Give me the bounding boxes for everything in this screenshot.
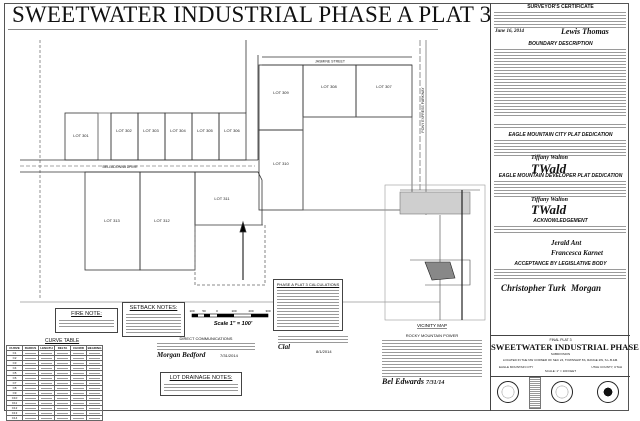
scale-label: Scale 1" = 100' — [214, 321, 253, 327]
col-header: BEARING — [86, 345, 103, 351]
rmp-heading: ROCKY MOUNTAIN POWER — [405, 333, 459, 338]
acknowledgement-heading: ACKNOWLEDGEMENT — [533, 218, 588, 224]
notary-seal-icon — [551, 381, 573, 403]
setback-notes-box: SETBACK NOTES: — [122, 302, 185, 337]
col-header: LENGTH — [38, 345, 55, 351]
curve-table-title: CURVE TABLE — [45, 338, 80, 344]
scale-tick: 100 — [189, 309, 194, 313]
remainder-parcel — [302, 116, 413, 211]
lot-302-boundary — [110, 112, 139, 161]
lot-label: LOT 301 — [73, 133, 89, 138]
lot-label: LOT 307 — [376, 84, 392, 89]
lot-label: LOT 311 — [214, 196, 230, 201]
fire-note-box: FIRE NOTE: — [55, 308, 118, 333]
street-label: BELLADONNA DRIVE — [102, 165, 138, 169]
calculations-heading: PHASE A PLAT 3 CALCULATIONS — [276, 282, 340, 287]
lot-drainage-notes-box: LOT DRAINAGE NOTES: — [160, 372, 242, 396]
lot-drainage-heading: LOT DRAINAGE NOTES: — [169, 375, 233, 381]
road-strip — [97, 112, 112, 161]
subdivision-label: SUBDIVISION — [550, 352, 571, 356]
direct-communications-heading: DIRECT COMMUNICATIONS — [179, 336, 233, 341]
city-dedication-heading: EAGLE MOUNTAIN CITY PLAT DEDICATION — [508, 132, 613, 138]
setback-notes-heading: SETBACK NOTES: — [129, 305, 178, 311]
scale-bar: 100 50 0 100 200 300 Scale 1" = 100' — [189, 309, 270, 327]
surveyor-date: June 16, 2014 — [495, 29, 525, 34]
scale-tick: 300 — [265, 309, 270, 313]
scale-tick: 200 — [248, 309, 253, 313]
boundary-description-heading: BOUNDARY DESCRIPTION — [528, 41, 593, 47]
lot-label: LOT 303 — [143, 128, 159, 133]
lot-label: LOT 305 — [197, 128, 213, 133]
acceptance-heading: ACCEPTANCE BY LEGISLATIVE BODY — [514, 261, 607, 267]
col-header: RADIUS — [22, 345, 39, 351]
rocky-mountain-power-note: ROCKY MOUNTAIN POWER Bel Edwards 7/31/14 — [382, 333, 482, 386]
date: 8/1/2014 — [316, 349, 332, 354]
county-text: UTAH COUNTY, UTAH — [591, 365, 622, 369]
lot-label: LOT 310 — [273, 161, 289, 166]
city-text: EAGLE MOUNTAIN CITY — [499, 365, 534, 369]
date: 7/31/2014 — [220, 353, 238, 358]
surveyor-seal-icon — [497, 381, 519, 403]
calculations-box: PHASE A PLAT 3 CALCULATIONS — [273, 279, 343, 331]
certificates-column: SURVEYOR'S CERTIFICATE June 16, 2014 Lew… — [490, 3, 640, 411]
lot-label: LOT 312 — [154, 218, 170, 223]
curve-row: C12 — [6, 405, 103, 411]
title-block: FINAL PLAT 3 SWEETWATER INDUSTRIAL PHASE… — [491, 335, 640, 377]
page-title: SWEETWATER INDUSTRIAL PHASE A PLAT 3 — [12, 2, 492, 27]
developer-dedication-heading: EAGLE MOUNTAIN DEVELOPER PLAT DEDICATION — [498, 173, 623, 179]
lot-label: LOT 302 — [116, 128, 132, 133]
curve-row: C1 — [6, 350, 103, 356]
title-block-scale: SCALE: 1" = 100 FEET — [544, 369, 577, 373]
vicinity-map — [384, 184, 486, 321]
lot-label: LOT 309 — [273, 90, 289, 95]
date: 7/31/14 — [426, 380, 445, 386]
centerline-signature: Clal 8/1/2014 — [278, 335, 348, 354]
scale-tick: 0 — [216, 309, 218, 313]
scale-tick: 100 — [231, 309, 236, 313]
lot-label: LOT 313 — [104, 218, 120, 223]
recorder-stamp — [529, 377, 541, 409]
engineer-seal-icon — [597, 381, 619, 403]
lot-310-boundary — [258, 129, 304, 211]
fire-note-heading: FIRE NOTE: — [71, 311, 102, 317]
plat-map: LOT 301 LOT 302 LOT 303 LOT 304 LOT 305 … — [20, 40, 486, 328]
lot-305-boundary — [191, 112, 220, 161]
location-text: LOCATED IN THE NW CORNER OF SEC 24, TOWN… — [502, 358, 619, 362]
sheet-border — [4, 3, 629, 411]
curve-id: C14 — [6, 415, 23, 421]
curve-row: C14 — [6, 415, 103, 421]
curve-row: C13 — [6, 410, 103, 416]
lot-309-boundary — [258, 64, 304, 131]
lot-307-boundary — [355, 64, 413, 118]
vicinity-map-label: VICINITY MAP — [417, 323, 447, 328]
street-label: JASMINE STREET — [315, 60, 346, 64]
subdivision-name: SWEETWATER INDUSTRIAL PHASE A — [491, 342, 640, 352]
direct-communications-note: DIRECT COMMUNICATIONS Morgan Bedford 7/3… — [157, 336, 255, 359]
surveyors-certificate-heading: SURVEYOR'S CERTIFICATE — [527, 4, 594, 10]
lot-311-boundary — [194, 171, 263, 226]
lot-303-boundary — [137, 112, 166, 161]
plat-kind: FINAL PLAT 3 — [549, 338, 572, 342]
lot-label: LOT 304 — [170, 128, 186, 133]
scale-tick: 50 — [202, 309, 206, 313]
title-rule — [8, 29, 438, 30]
curve-row: C9 — [6, 390, 103, 396]
lot-label: LOT 308 — [321, 84, 337, 89]
lot-304-boundary — [164, 112, 193, 161]
lot-306-boundary — [218, 112, 247, 161]
lot-308-boundary — [302, 64, 357, 118]
street-label: PONY EXPRESS PARKWAY — [421, 87, 425, 133]
lot-label: LOT 306 — [224, 128, 240, 133]
